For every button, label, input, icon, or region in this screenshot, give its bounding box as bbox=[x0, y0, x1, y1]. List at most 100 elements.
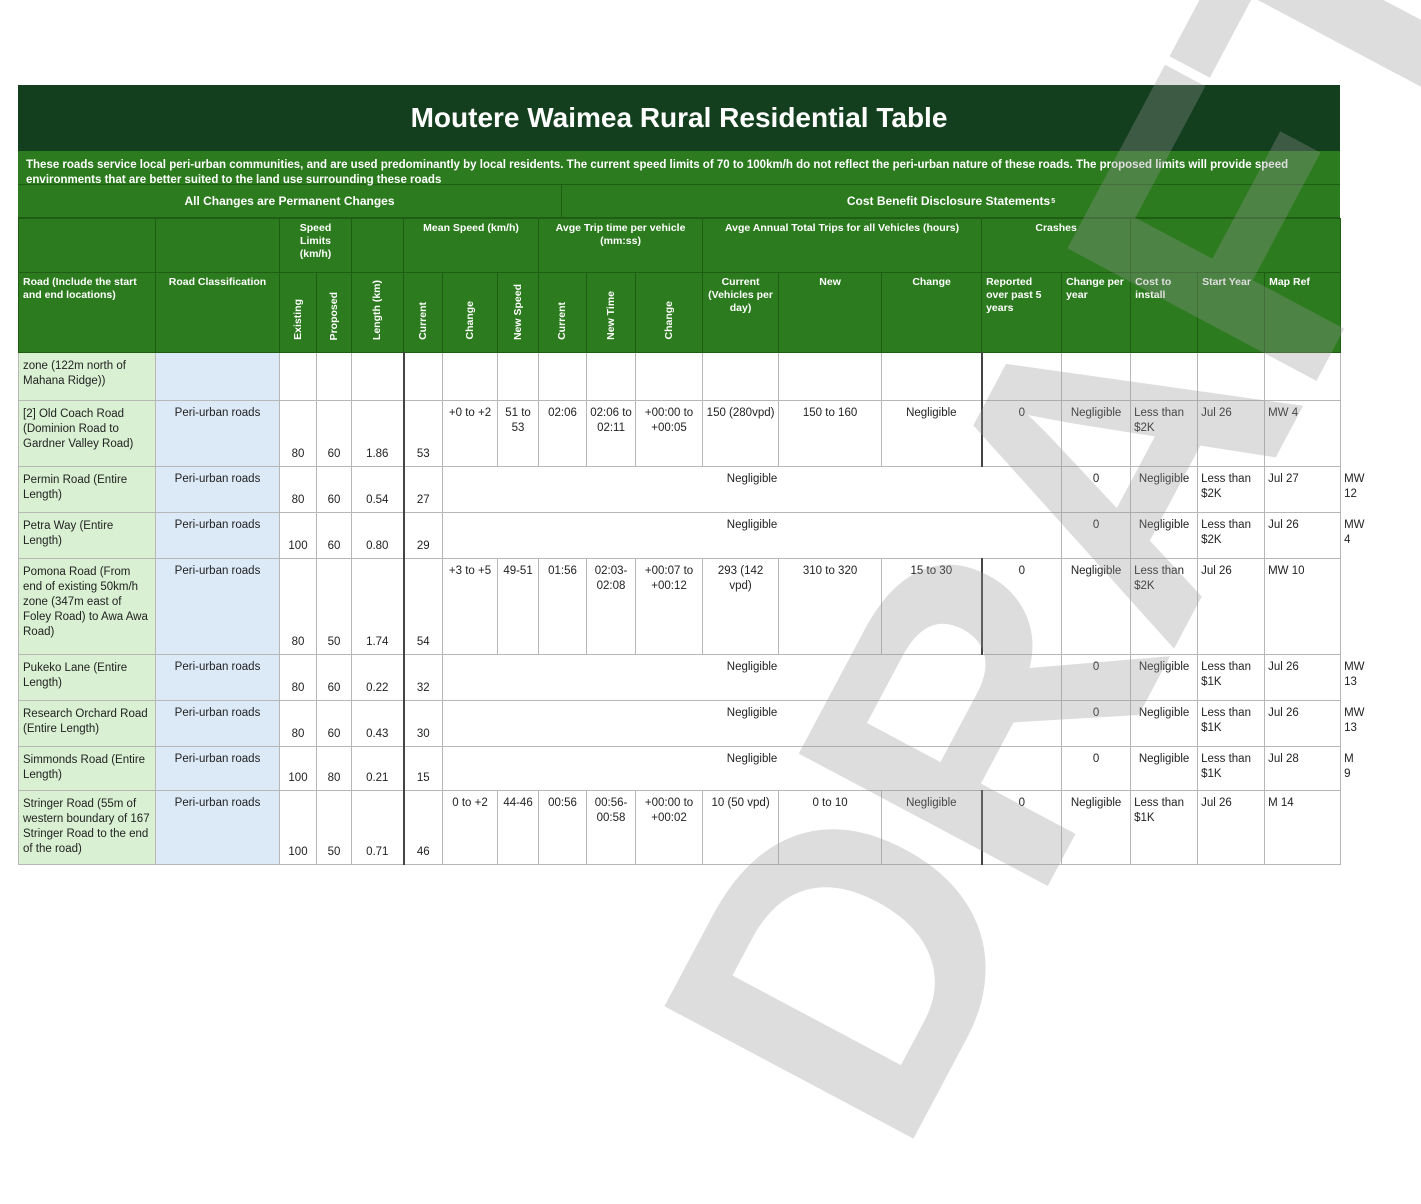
col-cr-reported: Reported over past 5 years bbox=[981, 272, 1063, 353]
cell-proposed: 60 bbox=[315, 512, 353, 559]
cell-classification: Peri-urban roads bbox=[155, 400, 280, 467]
cell-tt-current: 02:06 bbox=[538, 400, 588, 467]
cell-tt-new bbox=[586, 352, 637, 401]
cell-tt-change: +00:00 to +00:05 bbox=[635, 400, 704, 467]
cell-tt-new: 02:03-02:08 bbox=[586, 558, 637, 655]
cell-cr-change: Negligible bbox=[1061, 558, 1132, 655]
cell-start: Jul 27 bbox=[1264, 466, 1342, 513]
cell-road: [2] Old Coach Road (Dominion Road to Gar… bbox=[18, 400, 156, 467]
cell-tt-current bbox=[538, 352, 588, 401]
cell-map: MW 4 bbox=[1264, 400, 1342, 467]
cell-classification: Peri-urban roads bbox=[155, 466, 280, 513]
cell-road: Stringer Road (55m of western boundary o… bbox=[18, 790, 156, 865]
cell-at-current bbox=[702, 352, 780, 401]
page-title: Moutere Waimea Rural Residential Table bbox=[18, 85, 1340, 151]
cell-classification: Peri-urban roads bbox=[155, 700, 280, 747]
cell-cost: Less than $1K bbox=[1197, 700, 1266, 747]
cell-ms-change: +0 to +2 bbox=[442, 400, 499, 467]
cell-ms-current: 30 bbox=[403, 700, 444, 747]
band-permanent-changes: All Changes are Permanent Changes bbox=[18, 185, 562, 217]
header-blank-tail bbox=[1130, 218, 1342, 273]
cell-cr-reported: 0 bbox=[1061, 466, 1132, 513]
cell-classification: Peri-urban roads bbox=[155, 654, 280, 701]
cell-ms-current: 15 bbox=[403, 746, 444, 791]
cell-ms-change: +3 to +5 bbox=[442, 558, 499, 655]
cell-ms-change: 0 to +2 bbox=[442, 790, 499, 865]
cell-at-current: 10 (50 vpd) bbox=[702, 790, 780, 865]
cell-ms-current: 29 bbox=[403, 512, 444, 559]
cell-length: 0.43 bbox=[351, 700, 405, 747]
col-at-change: Change bbox=[881, 272, 983, 353]
cell-ms-current: 32 bbox=[403, 654, 444, 701]
col-existing: Existing bbox=[279, 272, 317, 353]
col-cost: Cost to install bbox=[1130, 272, 1199, 353]
cell-at-current: 150 (280vpd) bbox=[702, 400, 780, 467]
cell-road: Research Orchard Road (Entire Length) bbox=[18, 700, 156, 747]
cell-existing: 100 bbox=[279, 512, 317, 559]
header-speed-limits: Speed Limits (km/h) bbox=[278, 218, 353, 273]
cell-proposed: 80 bbox=[315, 746, 353, 791]
col-ms-new: New Speed bbox=[497, 272, 540, 353]
cell-ms-current: 27 bbox=[403, 466, 444, 513]
cell-road: Pomona Road (From end of existing 50km/h… bbox=[18, 558, 156, 655]
cell-road: zone (122m north of Mahana Ridge)) bbox=[18, 352, 156, 401]
cell-map: MW 10 bbox=[1264, 558, 1342, 655]
cell-ms-new: 51 to 53 bbox=[497, 400, 540, 467]
cell-cr-change: Negligible bbox=[1130, 746, 1199, 791]
cell-proposed: 60 bbox=[315, 700, 353, 747]
cell-start bbox=[1197, 352, 1266, 401]
cell-cost: Less than $1K bbox=[1130, 790, 1199, 865]
col-classification: Road Classification bbox=[155, 272, 280, 353]
cell-tt-change: +00:07 to +00:12 bbox=[635, 558, 704, 655]
cell-negligible-merged: Negligible bbox=[442, 654, 1063, 701]
col-tt-change: Change bbox=[635, 272, 704, 353]
cell-cr-reported bbox=[981, 352, 1063, 401]
cell-at-new bbox=[778, 352, 883, 401]
cell-existing: 80 bbox=[279, 400, 317, 467]
cell-at-new: 310 to 320 bbox=[778, 558, 883, 655]
cell-existing: 100 bbox=[279, 746, 317, 791]
cell-start: Jul 26 bbox=[1197, 558, 1266, 655]
cell-road: Pukeko Lane (Entire Length) bbox=[18, 654, 156, 701]
col-ms-change: Change bbox=[442, 272, 499, 353]
col-ms-current: Current bbox=[403, 272, 444, 353]
cell-cost: Less than $2K bbox=[1130, 558, 1199, 655]
table-body: zone (122m north of Mahana Ridge))[2] Ol… bbox=[18, 352, 1365, 865]
table-row: Pukeko Lane (Entire Length)Peri-urban ro… bbox=[18, 654, 1365, 701]
footnote-marker: 5 bbox=[1051, 197, 1056, 205]
table-row: Permin Road (Entire Length)Peri-urban ro… bbox=[18, 466, 1365, 513]
cell-tt-change bbox=[635, 352, 704, 401]
col-tt-new: New Time bbox=[586, 272, 637, 353]
cell-negligible-merged: Negligible bbox=[442, 466, 1063, 513]
cell-cr-change bbox=[1061, 352, 1132, 401]
cell-cr-reported: 0 bbox=[1061, 700, 1132, 747]
cell-length bbox=[351, 352, 405, 401]
cell-tt-new: 00:56-00:58 bbox=[586, 790, 637, 865]
col-at-current: Current (Vehicles per day) bbox=[702, 272, 780, 353]
cell-length: 1.86 bbox=[351, 400, 405, 467]
table-row: Pomona Road (From end of existing 50km/h… bbox=[18, 558, 1342, 655]
cell-start: Jul 28 bbox=[1264, 746, 1342, 791]
cell-cost: Less than $1K bbox=[1197, 654, 1266, 701]
cell-ms-current: 54 bbox=[403, 558, 444, 655]
table-row: Simmonds Road (Entire Length)Peri-urban … bbox=[18, 746, 1354, 791]
cell-at-new: 150 to 160 bbox=[778, 400, 883, 467]
cell-proposed: 50 bbox=[315, 790, 353, 865]
cell-start: Jul 26 bbox=[1197, 790, 1266, 865]
cell-ms-current: 46 bbox=[403, 790, 444, 865]
cell-proposed: 60 bbox=[315, 466, 353, 513]
band-cost-benefit-label: Cost Benefit Disclosure Statements bbox=[846, 194, 1051, 208]
cell-ms-current bbox=[403, 352, 444, 401]
cell-negligible-merged: Negligible bbox=[442, 700, 1063, 747]
cell-cost: Less than $2K bbox=[1197, 466, 1266, 513]
col-start: Start Year bbox=[1197, 272, 1266, 353]
cell-start: Jul 26 bbox=[1197, 400, 1266, 467]
header-group-row: Speed Limits (km/h) Mean Speed (km/h) Av… bbox=[18, 218, 1342, 273]
col-map: Map Ref bbox=[1264, 272, 1342, 353]
cell-length: 0.22 bbox=[351, 654, 405, 701]
cell-proposed: 60 bbox=[315, 654, 353, 701]
header-blank-class bbox=[155, 218, 280, 273]
cell-start: Jul 26 bbox=[1264, 654, 1342, 701]
cell-map: M 14 bbox=[1264, 790, 1342, 865]
